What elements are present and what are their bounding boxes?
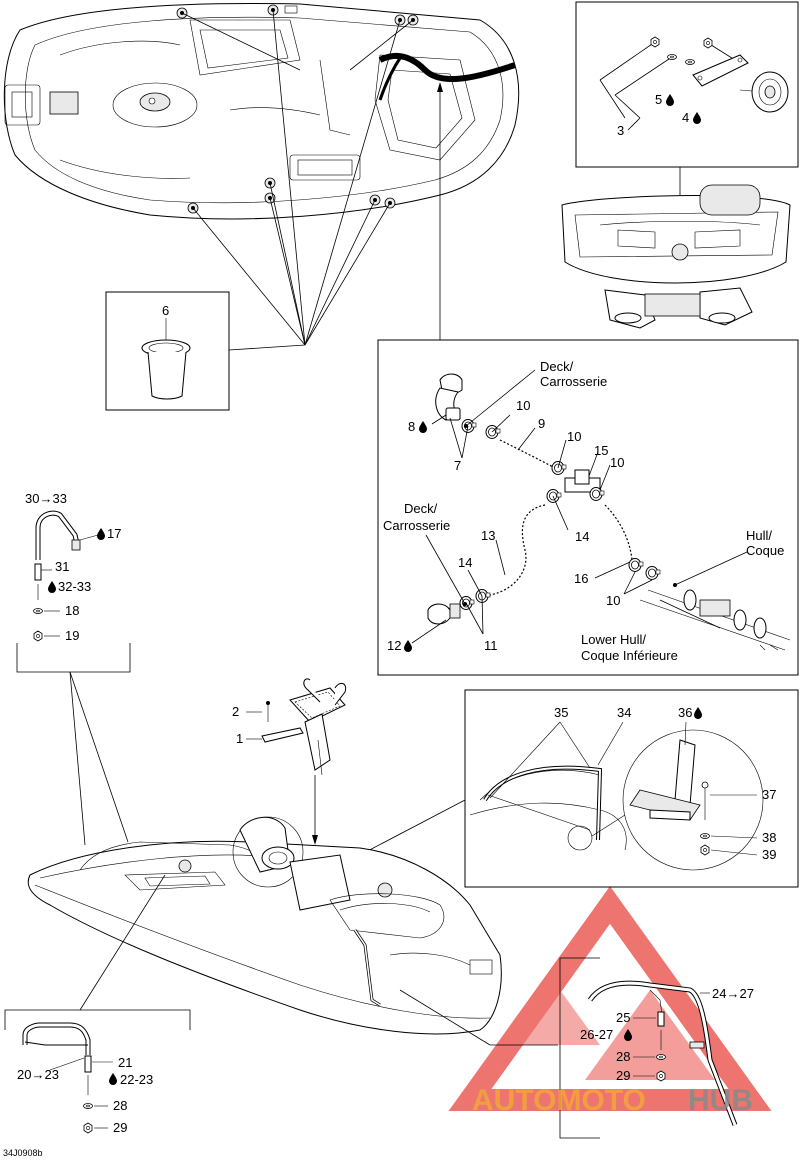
label-31: 31 <box>55 559 69 574</box>
label-10-b: 10 <box>567 429 581 444</box>
stern-view <box>561 184 791 329</box>
label-14-b: 14 <box>458 555 472 570</box>
sealant-drop-icon <box>97 528 105 540</box>
label-hull: Hull/ <box>746 528 772 543</box>
label-9: 9 <box>538 416 545 431</box>
label-22-23: 22-23 <box>120 1072 153 1087</box>
label-7: 7 <box>454 458 461 473</box>
label-deck-2: Deck/ <box>404 501 438 516</box>
label-21: 21 <box>118 1055 132 1070</box>
bow-grab-handle: 30→33 17 31 32-33 18 19 <box>16 491 131 846</box>
stern-rail: 24→27 25 26-27 28 29 <box>559 957 754 1139</box>
label-lower-hull: Lower Hull/ <box>581 632 646 647</box>
watermark-text-part2: HUB <box>688 1084 753 1117</box>
label-6: 6 <box>162 303 169 318</box>
sealant-drop-icon <box>109 1073 117 1085</box>
sealant-drop-icon <box>666 94 674 106</box>
label-29-a: 29 <box>113 1120 127 1135</box>
label-14-a: 14 <box>575 529 589 544</box>
ski-tow-detail: 5 4 3 <box>575 1 799 195</box>
rail-detail: 35 34 36 37 38 39 <box>359 689 799 888</box>
sealant-drop-icon <box>404 640 412 652</box>
label-3: 3 <box>617 123 624 138</box>
sealant-drop-icon <box>694 707 702 719</box>
cup-holder-detail: 6 <box>105 291 230 411</box>
watermark-text-part1: AUTOMOTO <box>472 1084 646 1117</box>
label-29-b: 29 <box>616 1068 630 1083</box>
label-15: 15 <box>594 443 608 458</box>
label-19: 19 <box>65 628 79 643</box>
label-11: 11 <box>484 638 498 653</box>
label-20-23: 20→23 <box>17 1067 59 1082</box>
label-28-b: 28 <box>616 1049 630 1064</box>
label-30-33: 30→33 <box>25 491 67 506</box>
label-2: 2 <box>232 704 239 719</box>
label-13: 13 <box>481 528 495 543</box>
diagram-code: 34J0908b <box>3 1148 43 1158</box>
label-37: 37 <box>762 787 776 802</box>
label-38: 38 <box>762 830 776 845</box>
label-36: 36 <box>678 705 692 720</box>
label-18: 18 <box>65 603 79 618</box>
label-1: 1 <box>236 731 243 746</box>
drain-hose-detail: Deck/ Carrosserie 8 7 10 9 10 15 10 Deck… <box>377 339 799 676</box>
watermark-text: AUTOMOTO HUB <box>472 1084 753 1117</box>
label-26-27: 26-27 <box>580 1027 613 1042</box>
lower-hull-fitting <box>639 589 791 651</box>
label-34: 34 <box>617 705 631 720</box>
label-25: 25 <box>616 1010 630 1025</box>
label-16: 16 <box>574 571 588 586</box>
label-12: 12 <box>387 638 401 653</box>
label-coque: Coque <box>746 543 784 558</box>
label-coque-inferieure: Coque Inférieure <box>581 648 678 663</box>
label-24-27: 24→27 <box>712 986 754 1001</box>
sealant-drop-icon <box>693 112 701 124</box>
deck-top-view <box>3 3 520 351</box>
label-28-a: 28 <box>113 1098 127 1113</box>
label-35: 35 <box>554 705 568 720</box>
label-17: 17 <box>107 526 121 541</box>
label-carrosserie-1: Carrosserie <box>540 374 607 389</box>
label-5: 5 <box>655 92 662 107</box>
steering-mount: 2 1 <box>232 678 347 845</box>
bow-rail-handle: 20→23 21 22-23 28 29 <box>4 1009 191 1135</box>
label-10-a: 10 <box>516 398 530 413</box>
watermark-logo <box>448 886 772 1111</box>
sealant-drop-icon <box>48 581 56 593</box>
label-deck-1: Deck/ <box>540 359 574 374</box>
label-8: 8 <box>408 419 415 434</box>
label-10-d: 10 <box>606 593 620 608</box>
boat-side-view <box>27 816 558 1046</box>
label-39: 39 <box>762 847 776 862</box>
label-10-c: 10 <box>610 455 624 470</box>
label-carrosserie-2: Carrosserie <box>383 518 450 533</box>
label-32-33: 32-33 <box>58 579 91 594</box>
sealant-drop-icon <box>419 421 427 433</box>
label-4: 4 <box>682 110 689 125</box>
